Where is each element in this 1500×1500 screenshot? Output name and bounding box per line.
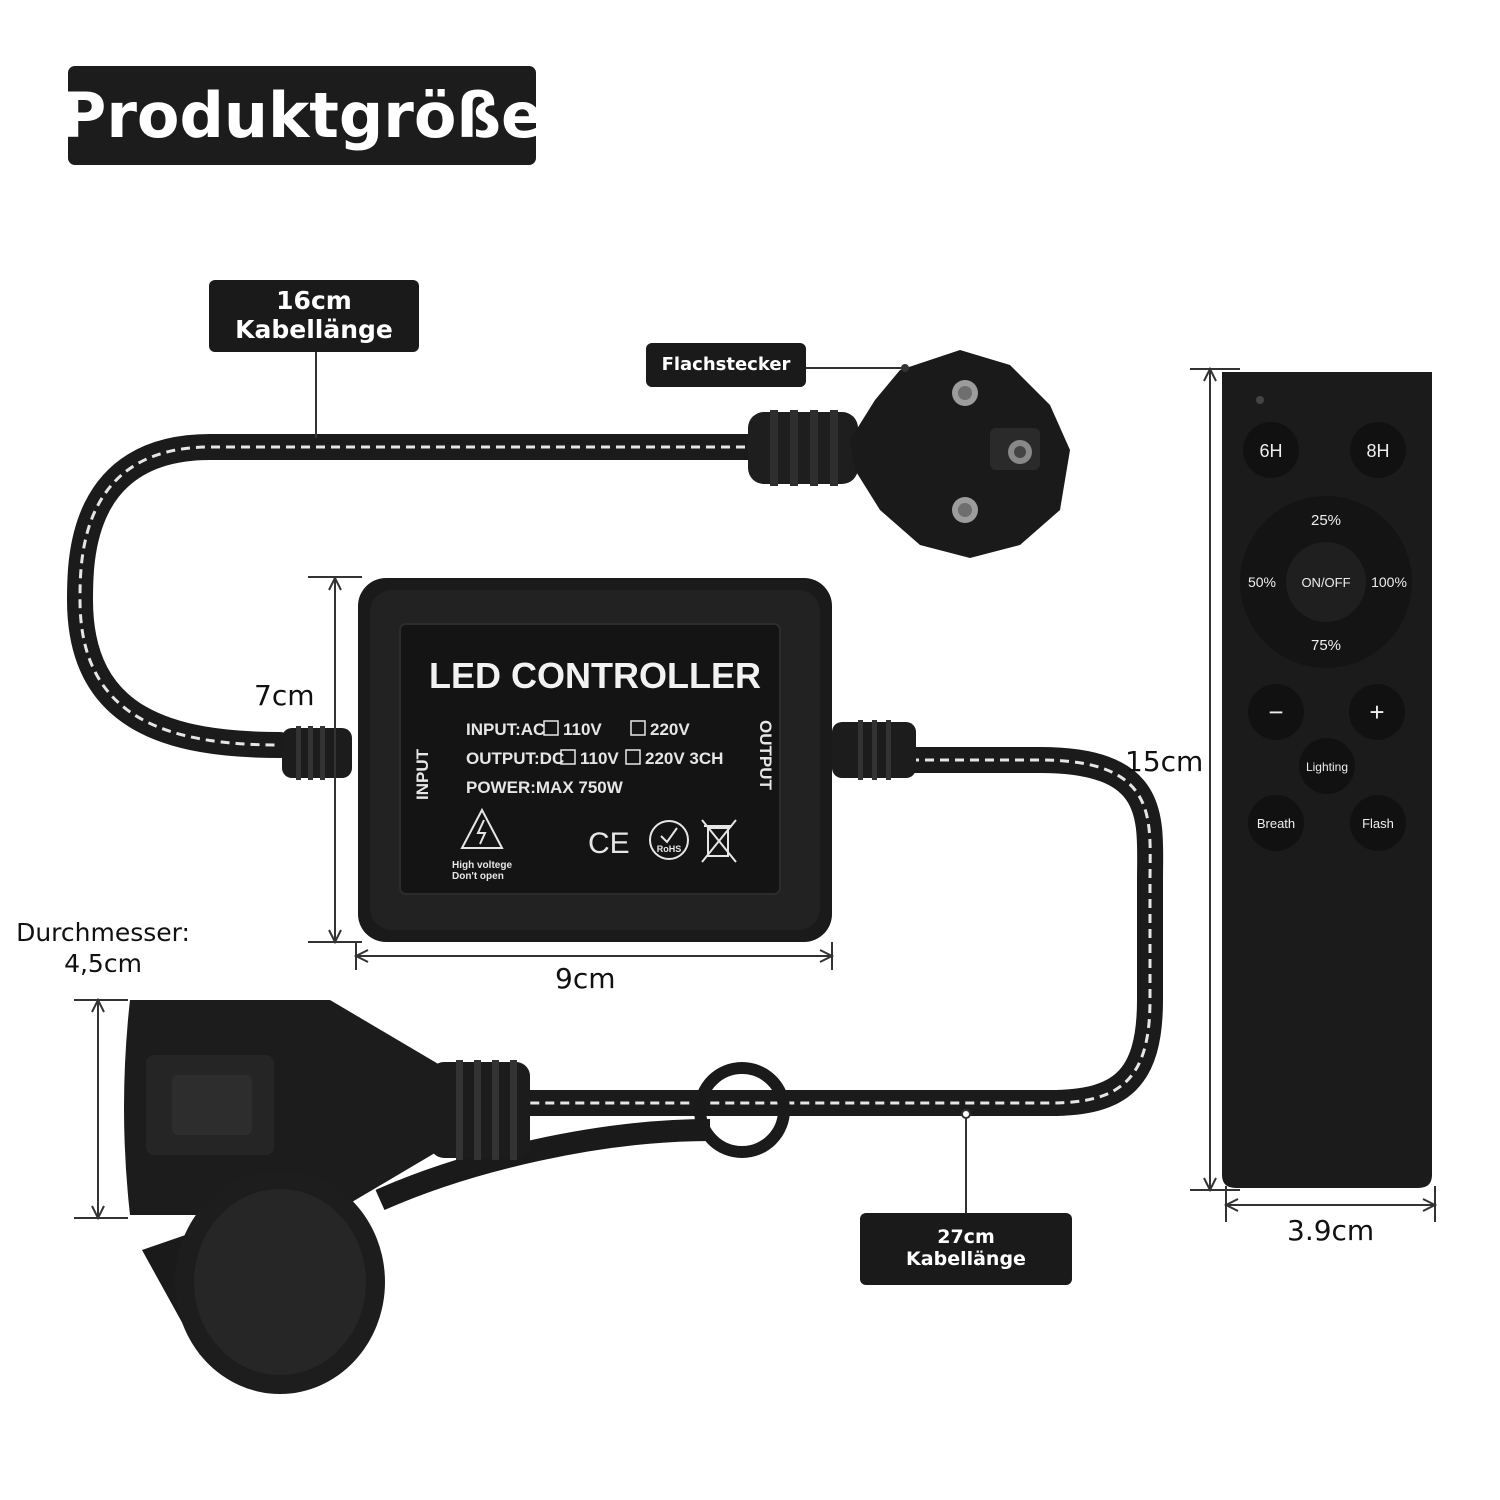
rohs-text: RoHS (657, 844, 682, 854)
callout-flat-plug: Flachstecker (646, 343, 806, 387)
remote-button-onoff[interactable]: ON/OFF (1301, 575, 1350, 590)
controller-output-opt1: 110V (580, 749, 619, 768)
checkbox-input-110v (543, 720, 559, 736)
dimension-remote-height: 15cm (1125, 745, 1204, 778)
remote-button-8h-label: 8H (1366, 441, 1389, 461)
controller-title: LED CONTROLLER (429, 655, 761, 696)
remote-button-minus[interactable]: − (1248, 684, 1304, 740)
callout-cable-16cm-value: 16cm (276, 286, 352, 316)
controller-input-opt1: 110V (563, 720, 602, 739)
remote-button-breath[interactable]: Breath (1248, 795, 1304, 851)
remote-button-75[interactable]: 75% (1311, 637, 1341, 654)
callout-cable-16cm: 16cm Kabellänge (209, 280, 419, 352)
remote-button-6h-label: 6H (1259, 441, 1282, 461)
controller-power-line: POWER:MAX 750W (466, 778, 624, 797)
remote-button-plus[interactable]: + (1349, 684, 1405, 740)
remote-button-8h[interactable]: 8H (1350, 422, 1406, 478)
controller-input-opt2: 220V (650, 720, 690, 739)
callout-cable-27cm-label: Kabellänge (906, 1248, 1026, 1270)
cable-output (507, 747, 1164, 1116)
checkbox-output-220v (625, 749, 641, 765)
dimension-socket-diameter-label: Durchmesser: (16, 918, 190, 947)
remote-button-minus-label: − (1268, 697, 1283, 727)
callout-cable-16cm-label: Kabellänge (235, 315, 393, 344)
page-title: Produktgröße (61, 66, 543, 165)
dimension-controller-height: 7cm (254, 679, 315, 712)
checkbox-output-110v (560, 749, 576, 765)
flat-plug (748, 350, 1070, 558)
remote-button-breath-label: Breath (1257, 816, 1295, 831)
controller-side-output: OUTPUT (756, 720, 775, 791)
remote-button-25[interactable]: 25% (1311, 512, 1341, 529)
remote-button-lighting-label: Lighting (1306, 760, 1348, 774)
controller-side-input: INPUT (413, 748, 432, 800)
controller-output-opt2: 220V 3CH (645, 749, 723, 768)
weee-bin-icon (701, 819, 737, 863)
remote-button-50[interactable]: 50% (1248, 574, 1276, 590)
cable-input (66, 434, 773, 758)
callout-cable-27cm-value: 27cm (937, 1226, 995, 1249)
page-title-text: Produktgröße (60, 79, 544, 152)
remote-button-plus-label: + (1369, 697, 1384, 727)
dimension-remote-width: 3.9cm (1287, 1214, 1375, 1247)
dimension-socket-diameter-value: 4,5cm (64, 949, 142, 978)
rohs-icon (649, 820, 689, 860)
socket-with-cap (124, 1000, 790, 1394)
controller-output-line: OUTPUT:DC (466, 749, 564, 768)
controller-warning-1: High voltege (452, 860, 512, 871)
dimension-lines (74, 352, 1438, 1222)
remote-button-6h[interactable]: 6H (1243, 422, 1299, 478)
callout-flat-plug-label: Flachstecker (661, 353, 791, 375)
dimension-controller-width: 9cm (555, 962, 616, 995)
controller-warning-2: Don't open (452, 871, 504, 882)
remote-button-100[interactable]: 100% (1371, 574, 1407, 590)
controller-input-line: INPUT:AC (466, 720, 545, 739)
remote-button-lighting[interactable]: Lighting (1299, 738, 1355, 794)
remote-button-flash-label: Flash (1362, 816, 1394, 831)
checkbox-input-220v (630, 720, 646, 736)
remote-button-flash[interactable]: Flash (1350, 795, 1406, 851)
callout-cable-27cm: 27cm Kabellänge (860, 1213, 1072, 1285)
dimension-socket-diameter: Durchmesser: 4,5cm (10, 917, 196, 979)
ce-mark-icon: CE (588, 827, 630, 860)
high-voltage-icon (460, 807, 504, 849)
